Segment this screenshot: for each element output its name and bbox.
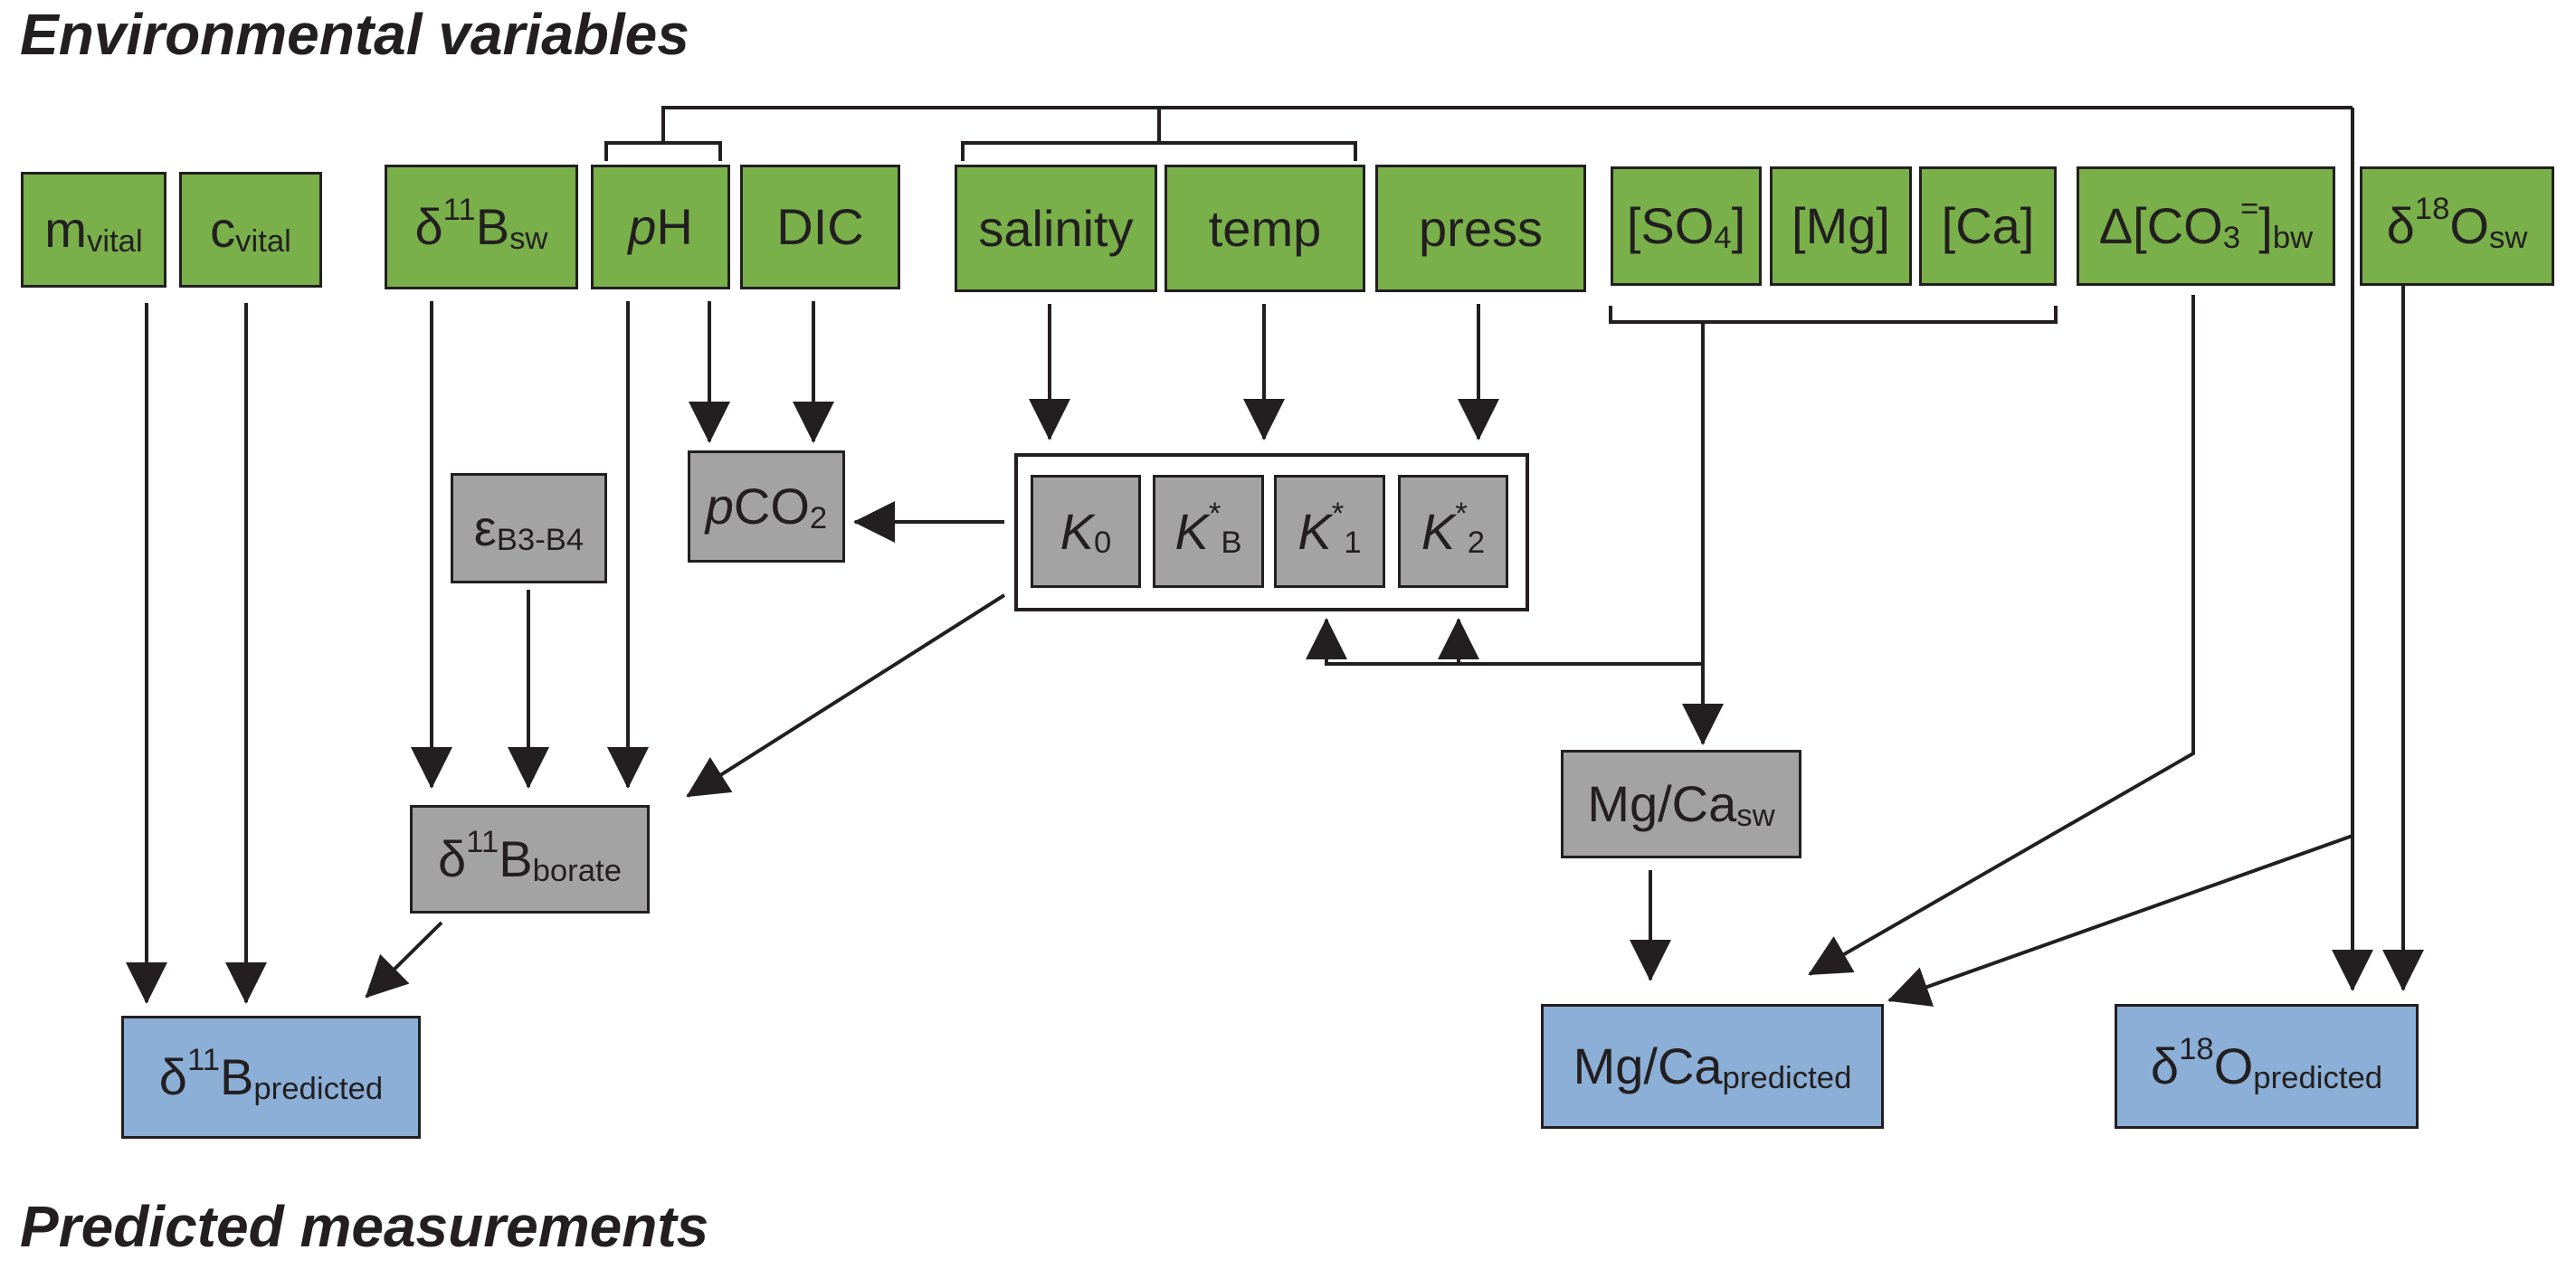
dco3-bw-sub: bw [2272,220,2314,255]
predicted-measurements-heading: Predicted measurements [20,1194,709,1259]
press-box: press [1375,165,1586,292]
d11b-sw-main: B [475,198,510,255]
borate-main: B [499,830,533,887]
salinity-label: salinity [978,199,1134,257]
k1-sup: * [1331,497,1345,532]
m-vital-main: m [44,201,87,258]
kb-box: K*B [1153,475,1264,588]
bracket-ions [1609,306,2058,324]
pco2-italic: p [705,478,734,535]
d18o-sw-pre: δ [2386,197,2415,254]
bracket-sal-temp [961,141,1357,161]
d18o-pred-pre: δ [2150,1037,2180,1094]
eps-sub: B3-B4 [496,522,585,557]
d18o-sw-sub: sw [2488,220,2528,255]
d18o-sw-main: O [2449,197,2489,254]
borate-pre: δ [437,830,467,887]
borate-to-predicted-arrow [365,921,443,999]
salinity-box: salinity [955,165,1157,292]
so4-main: [SO [1626,197,1715,254]
dco3-post: ] [2258,197,2273,254]
ca-label: [Ca] [1941,197,2035,254]
dic-label: DIC [776,198,864,255]
mgca-pred-sub: predicted [1722,1060,1852,1095]
d11b-pred-pre: δ [158,1048,187,1105]
dco3-to-mgca-line [1808,295,2195,976]
kb-sup: * [1208,497,1221,532]
k1-italic: K [1298,502,1332,560]
c-vital-sub: vital [235,223,291,259]
ions-to-k-line [1306,618,1703,666]
k2-sub: 2 [1467,526,1486,561]
kb-italic: K [1174,502,1209,560]
d11b-pred-main: B [220,1048,254,1105]
temp-label: temp [1208,199,1322,257]
environmental-variables-heading: Environmental variables [20,2,689,67]
c-vital-main: c [210,201,236,258]
borate-sub: borate [532,853,623,888]
m-vital-sub: vital [86,223,143,259]
k2-italic: K [1421,502,1456,560]
d18o-pred-sub: predicted [2253,1060,2383,1095]
d18o-pred-sup: 18 [2179,1031,2214,1066]
d11b-sw-sup: 11 [442,192,476,227]
mgca-sw-main: Mg/Ca [1587,775,1737,832]
k1-box: K*1 [1274,475,1385,588]
d18o-sw-sup: 18 [2414,191,2450,226]
temp-to-mgca-line [1887,834,2353,1007]
dco3-main: Δ[CO [2098,197,2223,254]
temp-box: temp [1164,165,1365,292]
pco2-main: CO [733,478,810,535]
kb-sub: B [1221,526,1242,561]
dco3-sup: = [2240,191,2259,226]
pco2-sub: 2 [809,500,828,535]
borate-sup: 11 [466,824,499,859]
dco3-sub: 3 [2222,220,2241,255]
so4-post: ] [1731,197,1746,254]
mg-box: [Mg] [1770,166,1912,286]
d11b-sw-pre: δ [414,198,443,255]
k-to-borate-arrow [686,593,1006,798]
ca-box: [Ca] [1919,166,2057,286]
press-label: press [1419,199,1543,257]
mgca-pred-main: Mg/Ca [1573,1037,1723,1094]
k2-box: K*2 [1398,475,1508,588]
so4-sub: 4 [1714,220,1732,255]
d11b-pred-sup: 11 [186,1042,221,1077]
mgca-sw-sub: sw [1736,798,1775,833]
d11b-pred-sub: predicted [253,1071,384,1106]
ph-main: H [656,198,693,255]
k0-italic: K [1060,502,1095,560]
mg-label: [Mg] [1792,197,1890,254]
eps-main: ε [473,499,497,556]
bracket-link-top [661,106,2353,143]
dic-box: DIC [740,165,900,289]
d11b-sw-sub: sw [509,221,548,256]
k2-sup: * [1455,497,1468,532]
bracket-ph [604,141,722,161]
d18o-pred-main: O [2213,1037,2254,1094]
ph-italic: p [628,198,657,255]
k0-sub: 0 [1094,526,1112,561]
k1-sub: 1 [1344,526,1362,561]
